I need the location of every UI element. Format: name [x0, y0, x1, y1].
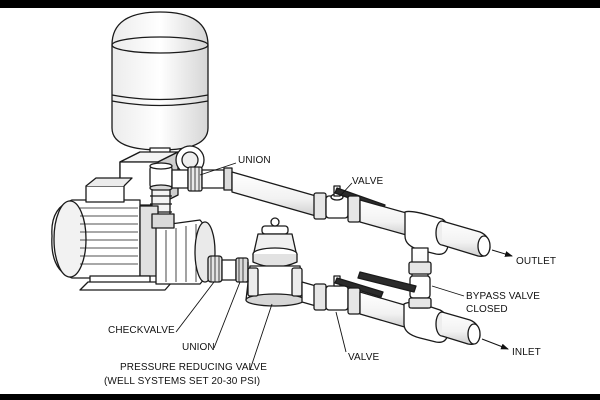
- inlet-pipe: [246, 262, 481, 345]
- leader-valve-top: [339, 182, 353, 197]
- label-prv-line1: PRESSURE REDUCING VALVE: [120, 362, 267, 373]
- label-valve-bottom: VALVE: [348, 352, 379, 363]
- label-bypass-line2: CLOSED: [466, 304, 508, 315]
- leader-union-top: [199, 162, 237, 176]
- pump-head: [151, 213, 216, 285]
- union-top: [171, 166, 233, 192]
- inlet-arrow: [481, 338, 509, 350]
- label-checkvalve: CHECKVALVE: [108, 325, 175, 336]
- outlet-arrow: [491, 249, 513, 257]
- label-outlet: OUTLET: [516, 256, 556, 267]
- bypass-line: [357, 247, 432, 309]
- label-union-bottom: UNION: [182, 342, 215, 353]
- leader-union-bottom: [213, 281, 241, 349]
- label-union-top: UNION: [238, 155, 271, 166]
- checkvalve: [207, 255, 223, 283]
- top-border: [0, 0, 600, 8]
- leader-checkvalve: [175, 281, 215, 333]
- leader-lines: [175, 162, 465, 371]
- bottom-border: [0, 394, 600, 400]
- union-bottom: [221, 257, 249, 283]
- flow-arrows: [481, 249, 513, 350]
- pressure-tank: [111, 11, 209, 167]
- pressure-reducing-valve: [245, 217, 305, 307]
- tank-tee-fitting: [149, 162, 173, 221]
- leader-bypass: [431, 285, 465, 297]
- label-inlet: INLET: [512, 347, 541, 358]
- label-valve-top: VALVE: [352, 176, 383, 187]
- label-prv-line2: (WELL SYSTEMS SET 20-30 PSI): [104, 376, 260, 387]
- leader-prv: [249, 303, 273, 371]
- label-bypass-line1: BYPASS VALVE: [466, 291, 540, 302]
- outlet-pipe: [231, 171, 491, 257]
- leader-valve-bottom: [335, 311, 347, 353]
